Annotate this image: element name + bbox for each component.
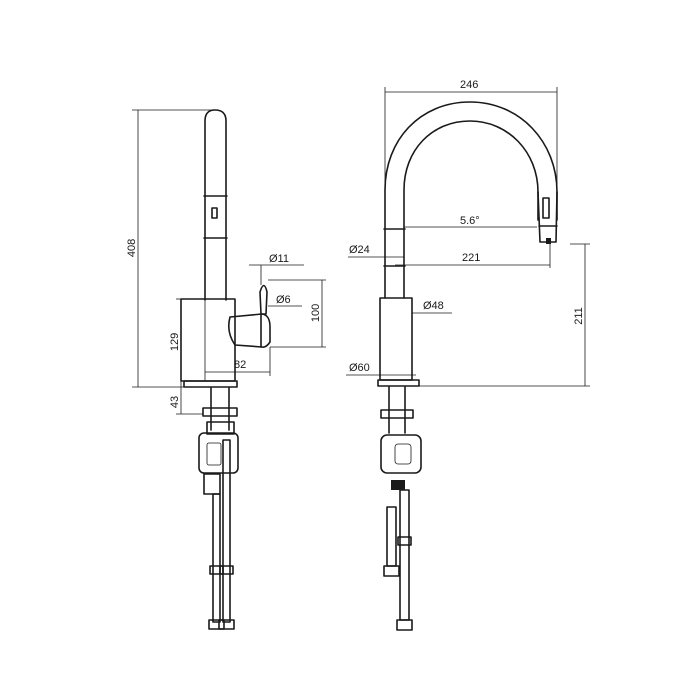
front-spray-button [542, 197, 550, 219]
front-hose-connector [397, 536, 412, 546]
side-nut [202, 407, 238, 417]
dim-221-label: 221 [462, 252, 480, 264]
dim-129-label: 129 [169, 333, 181, 351]
side-handle [228, 313, 271, 348]
front-body [379, 297, 413, 381]
side-hose-end-right [218, 619, 235, 630]
front-hose-right [399, 489, 410, 621]
dim-100-label: 100 [310, 304, 322, 322]
side-spout-tube [204, 109, 227, 301]
front-spout-outer [384, 101, 558, 299]
front-hose-fitting-right [396, 619, 413, 631]
front-weight [380, 434, 422, 474]
side-view: 408 129 43 Ø11 100 Ø6 82 [126, 109, 326, 630]
front-spout-inner [403, 120, 539, 299]
side-base [183, 380, 238, 388]
dim-82-label: 82 [234, 359, 246, 371]
side-hose-fitting-left [209, 565, 224, 575]
side-lever [259, 284, 268, 315]
side-spray-button [211, 207, 218, 219]
side-hose-end-left [208, 619, 225, 630]
dim-24-label: Ø24 [349, 244, 370, 256]
side-body [180, 298, 236, 382]
front-hose-left [386, 506, 397, 567]
dim-43-label: 43 [169, 396, 181, 408]
side-collar [206, 421, 235, 435]
side-fitting [203, 473, 221, 495]
dim-48-label: Ø48 [423, 300, 444, 312]
front-nut [380, 409, 414, 419]
side-hose-left [212, 493, 221, 623]
front-spray-head [537, 191, 558, 243]
front-hose-fitting-left [383, 565, 400, 577]
side-weight-inner [206, 442, 222, 466]
dim-60-label: Ø60 [349, 362, 370, 374]
side-weight [198, 432, 239, 474]
front-weight-inner [394, 443, 412, 465]
dim-211-label: 211 [573, 307, 585, 325]
dim-angle-label: 5.6° [460, 215, 480, 227]
dim-246-label: 246 [460, 79, 478, 91]
dim-408-label: 408 [126, 239, 138, 257]
front-fitting [391, 480, 405, 490]
front-base [377, 379, 420, 387]
side-hose-right [222, 439, 231, 623]
dim-11-label: Ø11 [269, 253, 289, 265]
dim-6-label: Ø6 [276, 294, 291, 306]
front-spray-nozzle [546, 238, 551, 244]
front-view: 246 5.6° Ø24 221 Ø48 Ø60 211 [346, 79, 590, 631]
side-hose-fitting-right [219, 565, 234, 575]
